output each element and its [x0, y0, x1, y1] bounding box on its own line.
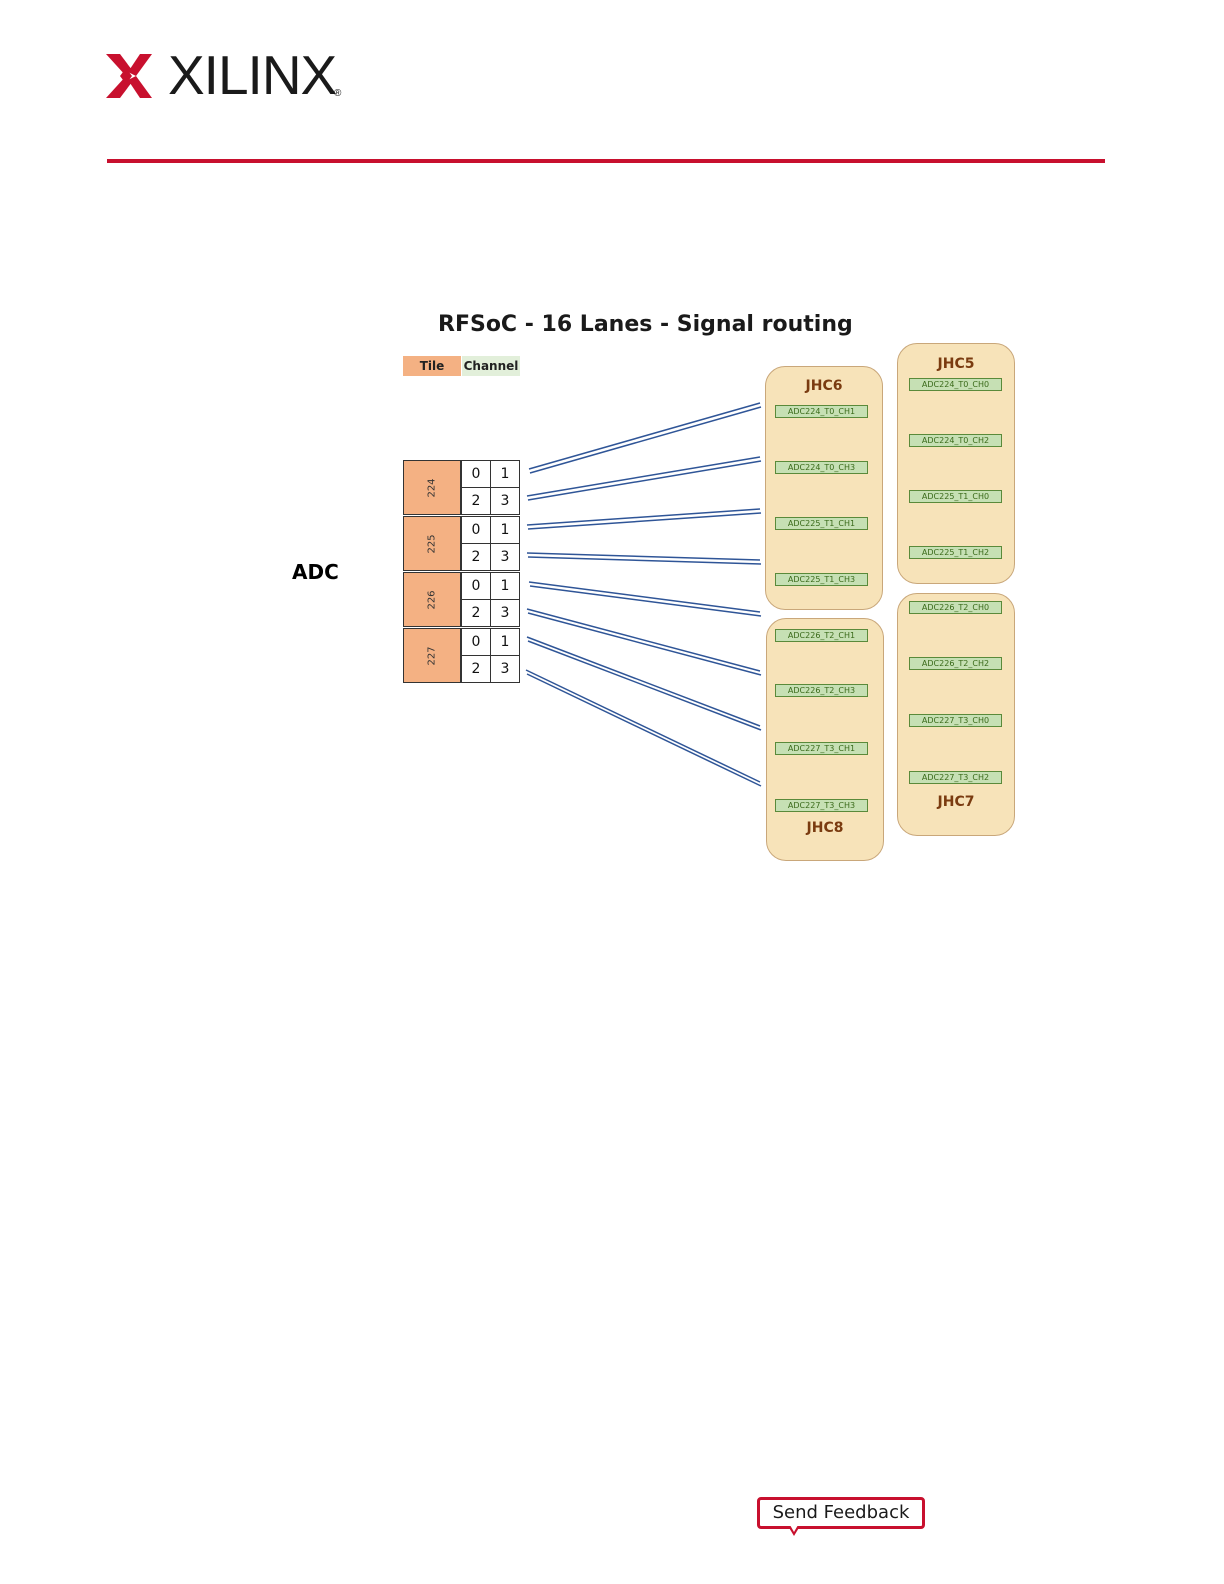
connector-jhc8: ADC226_T2_CH1 ADC226_T2_CH3 ADC227_T3_CH…	[766, 618, 884, 861]
signal-label: ADC225_T1_CH1	[775, 517, 868, 530]
brand-name: XILINX	[168, 44, 337, 106]
connector-jhc5: JHC5 ADC224_T0_CH0 ADC224_T0_CH2 ADC225_…	[897, 343, 1015, 584]
routing-line	[527, 556, 762, 565]
signal-label: ADC226_T2_CH0	[909, 601, 1002, 614]
routing-line	[528, 581, 761, 613]
tile-name-cell: 224	[403, 460, 461, 515]
registered-mark: ®	[334, 88, 342, 99]
routing-line	[525, 669, 761, 783]
signal-label: ADC225_T1_CH3	[775, 573, 868, 586]
tile-block: 225 0 1 2 3	[403, 516, 520, 572]
send-feedback-label: Send Feedback	[772, 1502, 910, 1523]
signal-label: ADC224_T0_CH1	[775, 405, 868, 418]
signal-label: ADC226_T2_CH3	[775, 684, 868, 697]
connector-name: JHC7	[937, 794, 975, 810]
channel-cell: 2	[461, 599, 491, 627]
diagram-title: RFSoC - 16 Lanes - Signal routing	[438, 312, 853, 337]
channel-cell: 3	[490, 543, 520, 571]
channel-cell: 3	[490, 655, 520, 683]
tile-name-cell: 227	[403, 628, 461, 683]
routing-line	[528, 402, 761, 470]
channel-cell: 1	[490, 572, 520, 600]
channel-cell: 1	[490, 516, 520, 544]
channel-cell: 1	[490, 628, 520, 656]
signal-label: ADC224_T0_CH3	[775, 461, 868, 474]
connector-jhc6: JHC6 ADC224_T0_CH1 ADC224_T0_CH3 ADC225_…	[765, 366, 883, 610]
routing-line	[526, 456, 761, 497]
channel-cell: 1	[490, 460, 520, 488]
tile-block: 224 0 1 2 3	[403, 460, 520, 516]
tile-block: 227 0 1 2 3	[403, 628, 520, 684]
routing-line	[529, 585, 762, 617]
signal-label: ADC227_T3_CH2	[909, 771, 1002, 784]
signal-label: ADC224_T0_CH0	[909, 378, 1002, 391]
channel-cell: 0	[461, 572, 491, 600]
legend-tile: Tile	[403, 356, 461, 376]
tile-block: 226 0 1 2 3	[403, 572, 520, 628]
routing-line	[527, 640, 762, 731]
connector-jhc7: ADC226_T2_CH0 ADC226_T2_CH2 ADC227_T3_CH…	[897, 593, 1015, 836]
channel-cell: 3	[490, 599, 520, 627]
signal-label: ADC226_T2_CH2	[909, 657, 1002, 670]
xilinx-mark-icon	[106, 54, 152, 98]
tile-name-cell: 225	[403, 516, 461, 571]
routing-line	[526, 673, 762, 787]
signal-label: ADC227_T3_CH0	[909, 714, 1002, 727]
signal-label: ADC227_T3_CH3	[775, 799, 868, 812]
connector-name: JHC5	[937, 356, 975, 372]
signal-label: ADC227_T3_CH1	[775, 742, 868, 755]
connector-name: JHC8	[806, 820, 844, 836]
tile-name-cell: 226	[403, 572, 461, 627]
legend-channel: Channel	[462, 356, 520, 376]
signal-label: ADC226_T2_CH1	[775, 629, 868, 642]
routing-line	[529, 406, 762, 474]
feedback-tail-inner	[790, 1525, 798, 1532]
send-feedback-button[interactable]: Send Feedback	[757, 1497, 925, 1529]
channel-cell: 2	[461, 543, 491, 571]
channel-cell: 3	[490, 487, 520, 515]
routing-line	[527, 612, 762, 676]
routing-line	[526, 636, 761, 727]
routing-line	[527, 512, 762, 530]
routing-line	[526, 608, 761, 672]
signal-label: ADC225_T1_CH2	[909, 546, 1002, 559]
xilinx-logo: XILINX ®	[106, 48, 346, 103]
signal-label: ADC225_T1_CH0	[909, 490, 1002, 503]
adc-label: ADC	[292, 560, 339, 584]
header-rule	[107, 159, 1105, 163]
signal-routing-diagram: RFSoC - 16 Lanes - Signal routing Tile C…	[292, 312, 1015, 861]
routing-line	[526, 508, 761, 526]
routing-line	[526, 552, 761, 561]
channel-cell: 0	[461, 516, 491, 544]
signal-label: ADC224_T0_CH2	[909, 434, 1002, 447]
tile-table: 224 0 1 2 3 225 0 1 2 3 226 0 1 2 3 227 …	[403, 460, 520, 684]
routing-lines	[525, 402, 762, 787]
routing-line	[527, 460, 762, 501]
connector-name: JHC6	[805, 378, 843, 394]
